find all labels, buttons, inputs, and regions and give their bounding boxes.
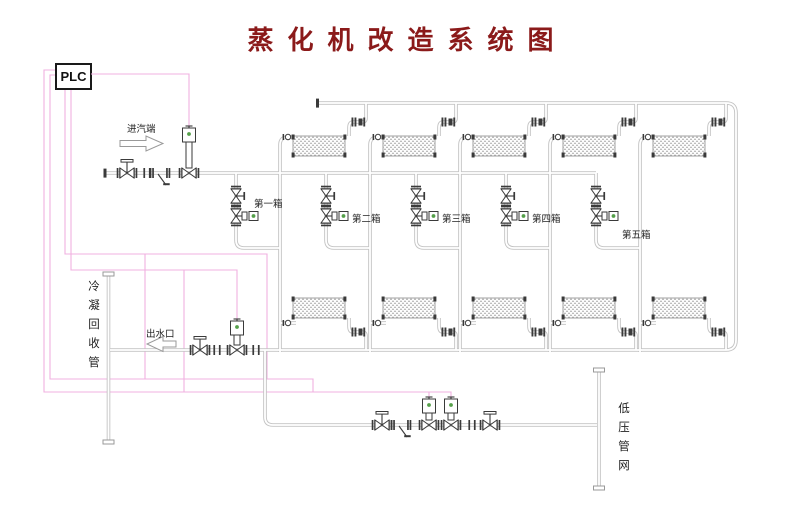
steam-inlet-label: 进汽端: [127, 124, 156, 135]
pipes: [106, 101, 738, 488]
control-lines: [43, 69, 452, 399]
low-pressure-network-label: 低压管网: [618, 403, 630, 472]
box-label: 第一箱: [254, 199, 283, 210]
box-label: 第二箱: [352, 214, 381, 225]
heat-exchangers: [291, 134, 707, 320]
page-title: 蒸化机改造系统图: [247, 25, 568, 55]
plc-box: PLC: [55, 63, 92, 90]
water-outlet-arrow: [145, 335, 177, 353]
box-label: 第五箱: [622, 230, 651, 241]
water-outlet-label: 出水口: [146, 329, 175, 340]
steam-inlet-arrow: [119, 135, 165, 152]
box-label: 第四箱: [532, 214, 561, 225]
valves-and-fittings: [102, 98, 726, 491]
box-label: 第三箱: [442, 214, 471, 225]
condensate-pipe-label: 冷凝回收管: [88, 281, 100, 369]
